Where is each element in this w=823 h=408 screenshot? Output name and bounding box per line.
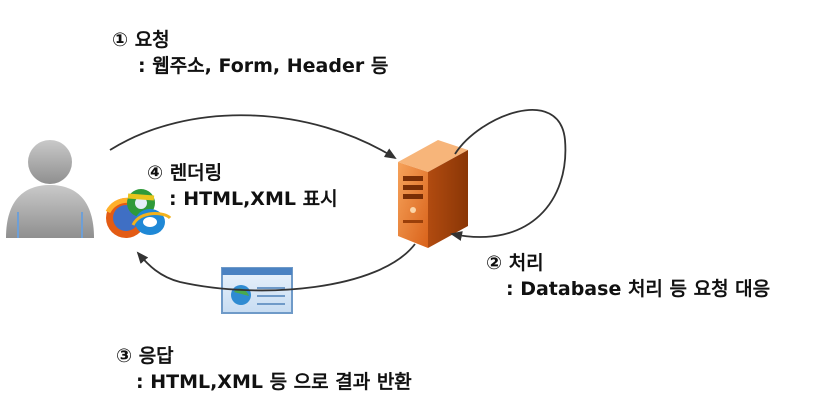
step-process-label: ② 처리 : Database 처리 등 요청 대응	[486, 250, 770, 302]
user-icon	[6, 140, 94, 238]
process-loop-arrow	[450, 109, 567, 241]
step-render-title: ④ 렌더링	[147, 162, 223, 184]
request-arrow	[109, 114, 397, 160]
step-response-title: ③ 응답	[116, 345, 174, 367]
server-icon	[398, 140, 468, 248]
browser-logos-icon	[105, 189, 172, 238]
step-render-detail: : HTML,XML 표시	[169, 188, 338, 210]
step-request-title: ① 요청	[112, 29, 170, 51]
step-process-detail: : Database 처리 등 요청 대응	[506, 278, 771, 300]
step-render-label: ④ 렌더링 : HTML,XML 표시	[147, 160, 338, 212]
step-request-label: ① 요청 : 웹주소, Form, Header 등	[112, 27, 388, 79]
step-response-label: ③ 응답 : HTML,XML 등 으로 결과 반환	[116, 343, 412, 395]
step-response-detail: : HTML,XML 등 으로 결과 반환	[136, 371, 412, 393]
step-process-title: ② 처리	[486, 252, 544, 274]
step-request-detail: : 웹주소, Form, Header 등	[138, 55, 389, 77]
response-arrow	[136, 243, 416, 292]
